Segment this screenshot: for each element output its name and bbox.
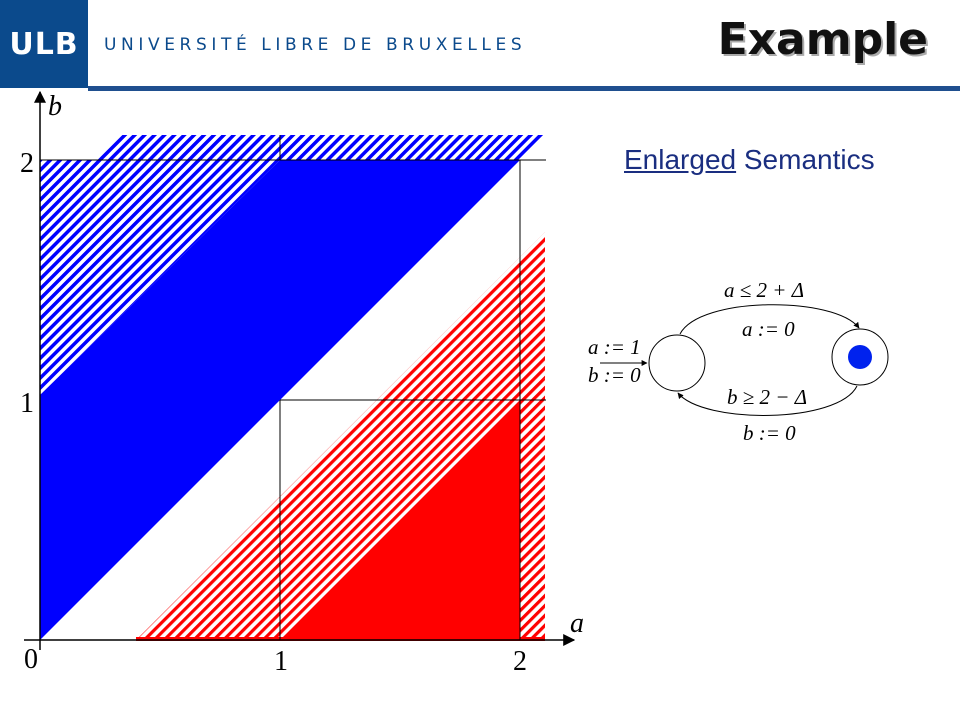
top-transition — [679, 304, 860, 335]
target-state-marker — [848, 345, 872, 369]
y-axis-label: b — [48, 91, 62, 122]
origin-label: 0 — [24, 644, 38, 675]
bottom-transition — [677, 385, 858, 416]
region-plot: b a 0 1 2 1 2 — [20, 90, 584, 677]
x-axis-label: a — [570, 608, 584, 639]
header-divider — [88, 86, 960, 91]
subtitle-rest: Semantics — [736, 144, 875, 175]
subtitle-underlined-word: Enlarged — [624, 144, 737, 175]
init-reset-a: a := 1 — [588, 335, 641, 359]
bottom-guard: b ≥ 2 − Δ — [727, 385, 807, 409]
x-tick-2: 2 — [513, 646, 527, 677]
page-title: Example — [717, 14, 928, 65]
x-tick-1: 1 — [274, 646, 288, 677]
university-name: UNIVERSITÉ LIBRE DE BRUXELLES — [104, 35, 527, 55]
top-guard: a ≤ 2 + Δ — [724, 278, 804, 302]
init-reset-b: b := 0 — [588, 363, 641, 387]
subtitle: Enlarged Semantics — [624, 144, 875, 176]
red-hatched-region — [136, 232, 545, 640]
top-reset: a := 0 — [742, 317, 795, 341]
red-solid-region — [280, 400, 520, 640]
ulb-logo: ULB — [0, 0, 88, 88]
header: ULB UNIVERSITÉ LIBRE DE BRUXELLES Exampl… — [0, 0, 960, 92]
initial-state — [648, 334, 706, 392]
blue-hatched-triangle — [40, 135, 280, 395]
y-tick-1: 1 — [20, 388, 34, 419]
red-hatched-strip — [520, 378, 545, 640]
grid-lines — [40, 135, 546, 640]
automaton: a := 1 b := 0 a ≤ 2 + Δ a := 0 b ≥ 2 − Δ… — [588, 278, 889, 445]
y-tick-2: 2 — [20, 148, 34, 179]
bottom-reset: b := 0 — [743, 421, 796, 445]
